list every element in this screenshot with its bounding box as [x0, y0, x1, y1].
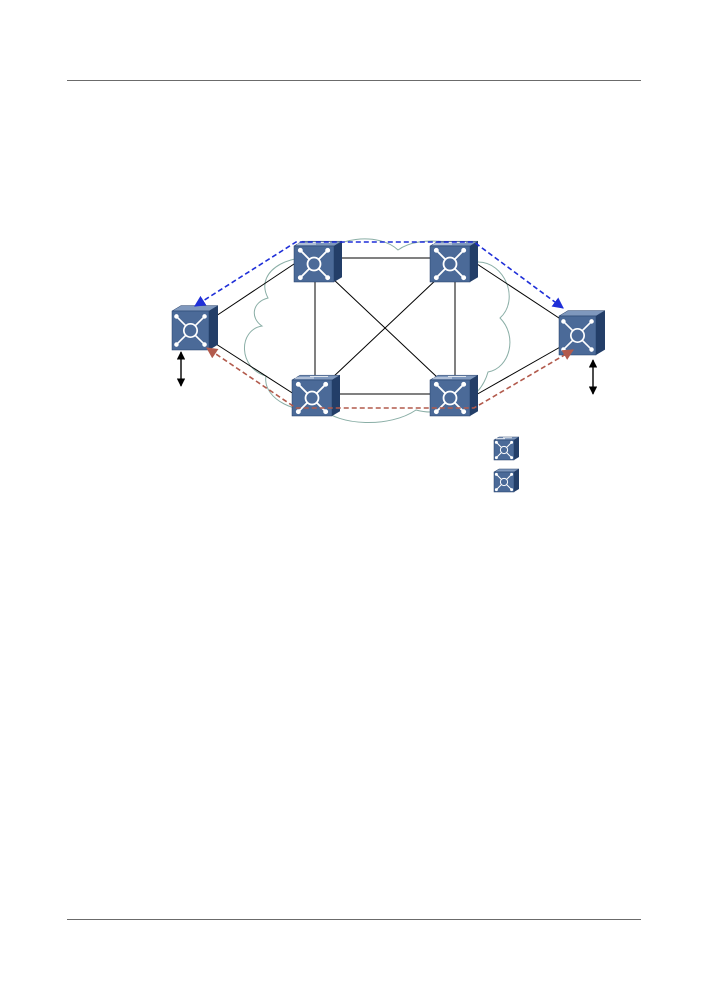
edge-switch-right — [558, 310, 606, 356]
links — [215, 257, 563, 397]
core-router-bottom-right — [429, 374, 479, 417]
router-cube-icon — [297, 247, 331, 281]
working-path-blue — [194, 241, 564, 309]
header-rule — [67, 80, 641, 81]
switch-cube-icon — [494, 472, 514, 492]
core-router-bottom-left — [291, 374, 341, 417]
footer-rule — [67, 919, 641, 920]
switch-cube-icon — [174, 314, 207, 347]
router-cube-icon — [433, 381, 467, 415]
router-cube-icon — [433, 247, 467, 281]
link-core-bottom-right-to-edge-right — [473, 345, 563, 397]
network-cloud — [244, 238, 511, 424]
core-router-top-right — [429, 240, 479, 283]
legend-edge-switch-icon — [493, 468, 520, 493]
link-core-top-right-to-edge-right — [473, 261, 563, 321]
protection-path-red — [206, 347, 574, 409]
link-edge-left-to-core-bottom-left — [215, 343, 298, 397]
link-edge-left-to-core-top-left — [215, 261, 298, 317]
legend-core-router-icon — [493, 436, 520, 461]
router-cube-icon — [295, 381, 329, 415]
link-core-diagonal-up — [331, 277, 439, 379]
edge-switch-left — [171, 305, 219, 351]
router-cube-icon — [494, 440, 514, 460]
core-router-top-left — [293, 240, 343, 283]
